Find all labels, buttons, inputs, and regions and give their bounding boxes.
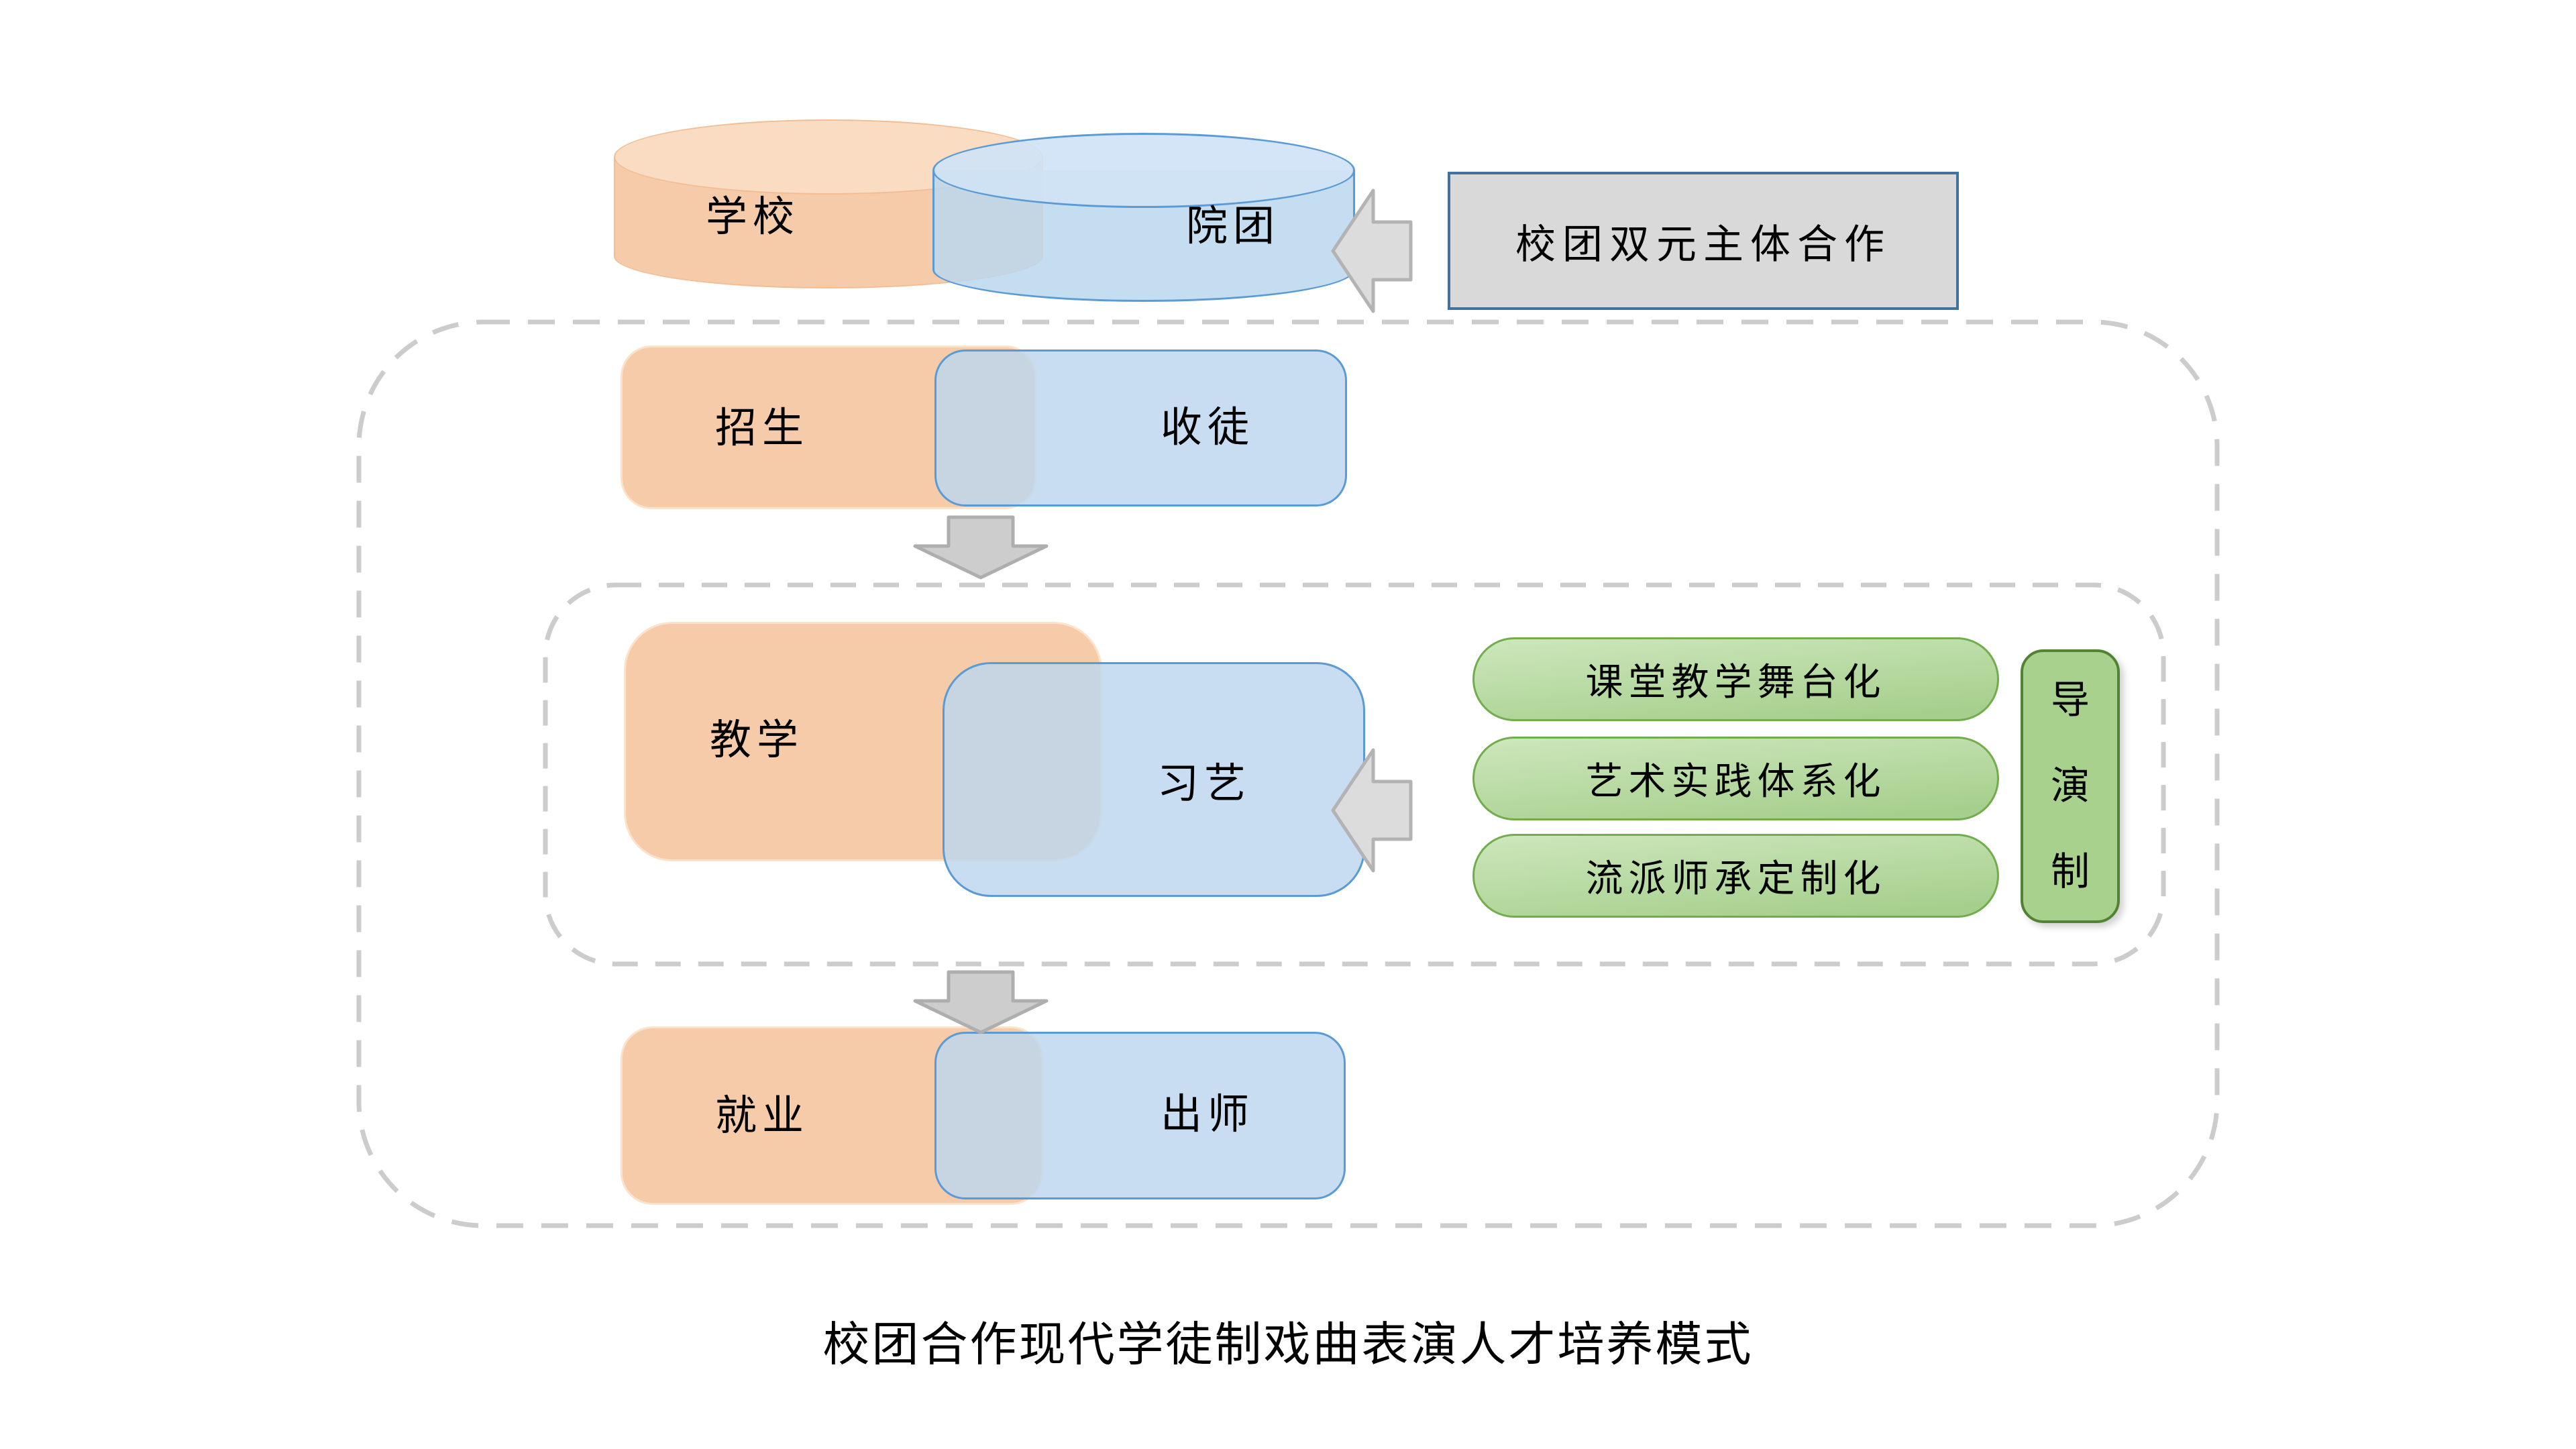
method-pill: 流派师承定制化 [1472,834,1999,918]
stage-employ-school-label: 就业 [714,1093,810,1139]
left-arrow-icon-top [1331,189,1413,313]
stage-recruit-troupe-label: 收徒 [1160,405,1255,451]
stage-recruit-school-label: 招生 [714,405,810,451]
school-cylinder-label: 学校 [705,194,800,240]
outer-dashed-frame [356,319,2220,1228]
left-arrow-icon-middle [1331,748,1413,873]
stage-employ-troupe-label: 出师 [1160,1091,1255,1138]
stage-teach-school-label: 教学 [709,717,804,763]
cooperation-box: 校团双元主体合作 [1448,172,1959,310]
director-system-char: 导 [2050,678,2090,722]
stage-teach-troupe-label: 习艺 [1157,761,1252,807]
down-arrow-icon-2 [913,970,1049,1034]
method-pill-label: 艺术实践体系化 [1585,760,1886,802]
stage-teach-troupe-box [943,662,1365,897]
director-system-char: 演 [2050,764,2090,808]
inner-dashed-frame [543,582,2166,967]
troupe-cylinder-top [932,133,1355,208]
method-pill-label: 课堂教学舞台化 [1585,661,1886,703]
troupe-cylinder [932,133,1355,302]
director-system-box: 导 演 制 [2021,649,2120,923]
stage-employ-troupe-box [934,1032,1346,1199]
method-pill: 课堂教学舞台化 [1472,637,1999,721]
method-pill: 艺术实践体系化 [1472,737,1999,820]
down-arrow-icon-1 [913,515,1049,580]
cooperation-box-label: 校团双元主体合作 [1515,221,1891,267]
director-system-char: 制 [2050,850,2090,894]
method-pill-label: 流派师承定制化 [1585,857,1886,900]
troupe-cylinder-label: 院团 [1185,203,1281,250]
stage-recruit-troupe-box [934,350,1347,506]
diagram-caption: 校团合作现代学徒制戏曲表演人才培养模式 [822,1318,1754,1371]
